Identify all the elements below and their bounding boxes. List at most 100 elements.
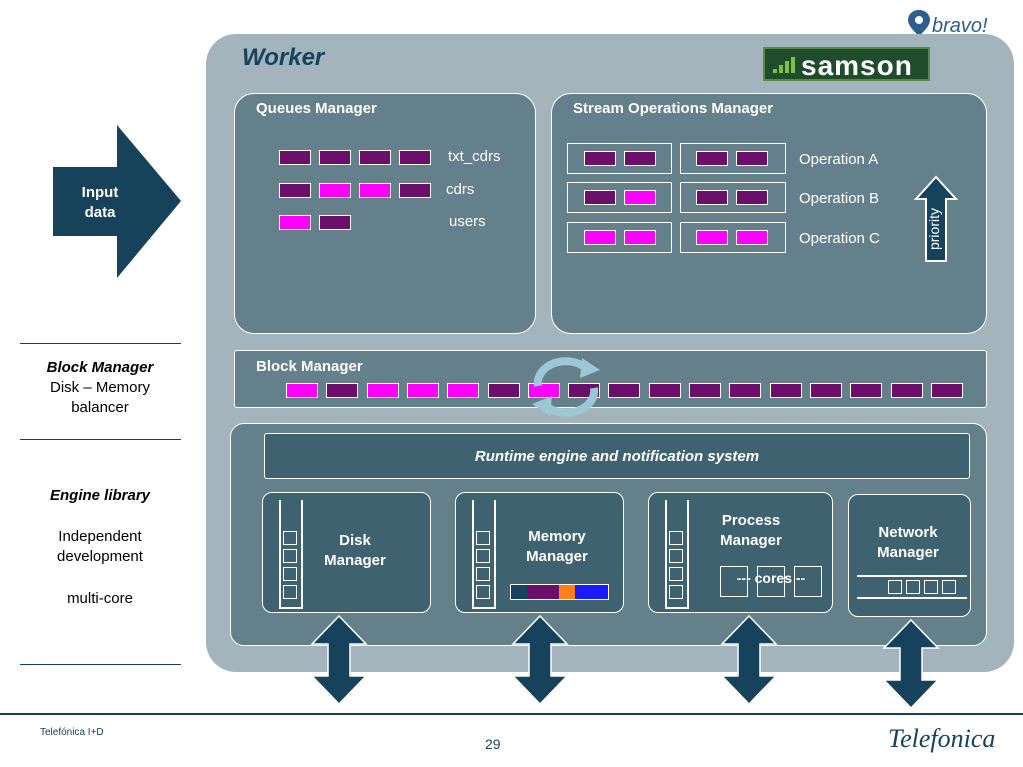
core-box — [794, 566, 822, 597]
telefonica-logo: Telefonica — [888, 724, 996, 753]
network-queue-icon — [857, 575, 967, 599]
slot — [283, 567, 297, 581]
data-block-memory — [359, 183, 391, 198]
note-block-manager-desc-1: Disk – Memory — [49, 379, 150, 396]
queue-label: txt_cdrs — [448, 148, 501, 165]
io-arrow-icon — [720, 614, 778, 706]
memory-usage-bar — [510, 584, 609, 600]
data-block-memory — [279, 215, 311, 230]
data-block — [399, 150, 431, 165]
slot — [669, 531, 683, 545]
data-block-memory — [319, 183, 351, 198]
runtime-engine-bar: Runtime engine and notification system — [264, 433, 970, 479]
data-block — [729, 383, 762, 398]
data-block-memory — [624, 230, 656, 245]
network-manager-box — [848, 494, 971, 617]
queue-label: cdrs — [446, 181, 475, 198]
data-block-memory — [447, 383, 480, 398]
note-engine-desc-1: Independent — [58, 528, 142, 545]
footer-divider — [0, 713, 1023, 715]
network-manager-line2: Manager — [877, 544, 939, 561]
slot — [669, 585, 683, 599]
disk-stack-icon — [279, 500, 303, 609]
core-box — [757, 566, 785, 597]
slot — [476, 531, 490, 545]
queues-manager-title: Queues Manager — [256, 100, 377, 117]
samson-bars-icon — [773, 57, 795, 73]
data-block — [890, 383, 923, 398]
data-block — [696, 190, 728, 205]
bravo-text: bravo! — [932, 15, 988, 37]
data-block-memory — [584, 230, 616, 245]
data-block-memory — [736, 230, 768, 245]
io-arrow-icon — [511, 614, 569, 706]
slot — [669, 549, 683, 563]
queue-label: users — [449, 213, 486, 230]
page-number: 29 — [485, 736, 501, 752]
stream-ops-panel — [551, 93, 987, 334]
data-block — [696, 151, 728, 166]
note-block-manager-title: Block Manager — [46, 359, 154, 376]
block-manager-title: Block Manager — [256, 358, 363, 375]
block-manager-panel — [234, 350, 987, 408]
memory-manager-line1: Memory — [528, 528, 586, 545]
data-block — [809, 383, 842, 398]
data-block — [399, 183, 431, 198]
balance-cycle-icon — [532, 357, 600, 417]
operation-input-box — [567, 222, 672, 253]
core-box — [720, 566, 748, 597]
operation-input-box — [567, 143, 672, 174]
input-data-label: Input data — [60, 183, 140, 223]
data-block — [850, 383, 883, 398]
memory-stack-icon — [472, 500, 496, 609]
process-manager-line1: Process — [721, 512, 781, 529]
process-stack-icon — [665, 500, 689, 609]
input-label-line2: data — [84, 204, 116, 221]
divider-1 — [20, 343, 181, 344]
memory-manager-title: Memory Manager — [512, 527, 602, 567]
data-block-memory — [406, 383, 439, 398]
queues-manager-panel — [234, 93, 536, 334]
location-pin-icon — [908, 10, 930, 36]
input-arrow-icon — [53, 125, 181, 278]
divider-2 — [20, 439, 181, 440]
operation-input-box — [567, 182, 672, 213]
network-manager-title: Network Manager — [862, 523, 954, 563]
slot — [906, 580, 920, 594]
slot — [476, 567, 490, 581]
worker-title: Worker — [242, 44, 325, 71]
data-block — [648, 383, 681, 398]
io-arrow-icon — [882, 618, 940, 710]
slot — [283, 549, 297, 563]
memory-segment — [575, 585, 608, 599]
operation-output-box — [680, 222, 786, 253]
data-block — [319, 215, 351, 230]
slot — [283, 531, 297, 545]
priority-arrow-icon — [914, 175, 958, 262]
data-block — [769, 383, 802, 398]
data-block-memory — [527, 383, 560, 398]
data-block — [689, 383, 721, 398]
operation-output-box — [680, 182, 786, 213]
disk-manager-title: Disk Manager — [310, 531, 400, 571]
operation-output-box — [680, 143, 786, 174]
divider-3 — [20, 664, 181, 665]
data-block — [736, 190, 768, 205]
bravo-logo: bravo! — [906, 8, 996, 38]
operation-label: Operation A — [799, 151, 879, 168]
note-engine-desc-2: development — [57, 548, 143, 565]
runtime-engine-label: Runtime engine and notification system — [474, 448, 760, 465]
memory-manager-line2: Manager — [526, 548, 588, 565]
data-block-memory — [696, 230, 728, 245]
samson-text: samson — [801, 50, 913, 81]
stream-ops-title: Stream Operations Manager — [573, 100, 774, 117]
slot — [476, 585, 490, 599]
data-block-memory — [624, 190, 656, 205]
slot — [924, 580, 938, 594]
samson-logo: samson — [763, 47, 930, 81]
data-block — [930, 383, 963, 398]
data-block-memory — [286, 383, 318, 398]
data-block — [359, 150, 391, 165]
slot — [476, 549, 490, 563]
note-engine-desc-3: multi-core — [67, 590, 133, 607]
